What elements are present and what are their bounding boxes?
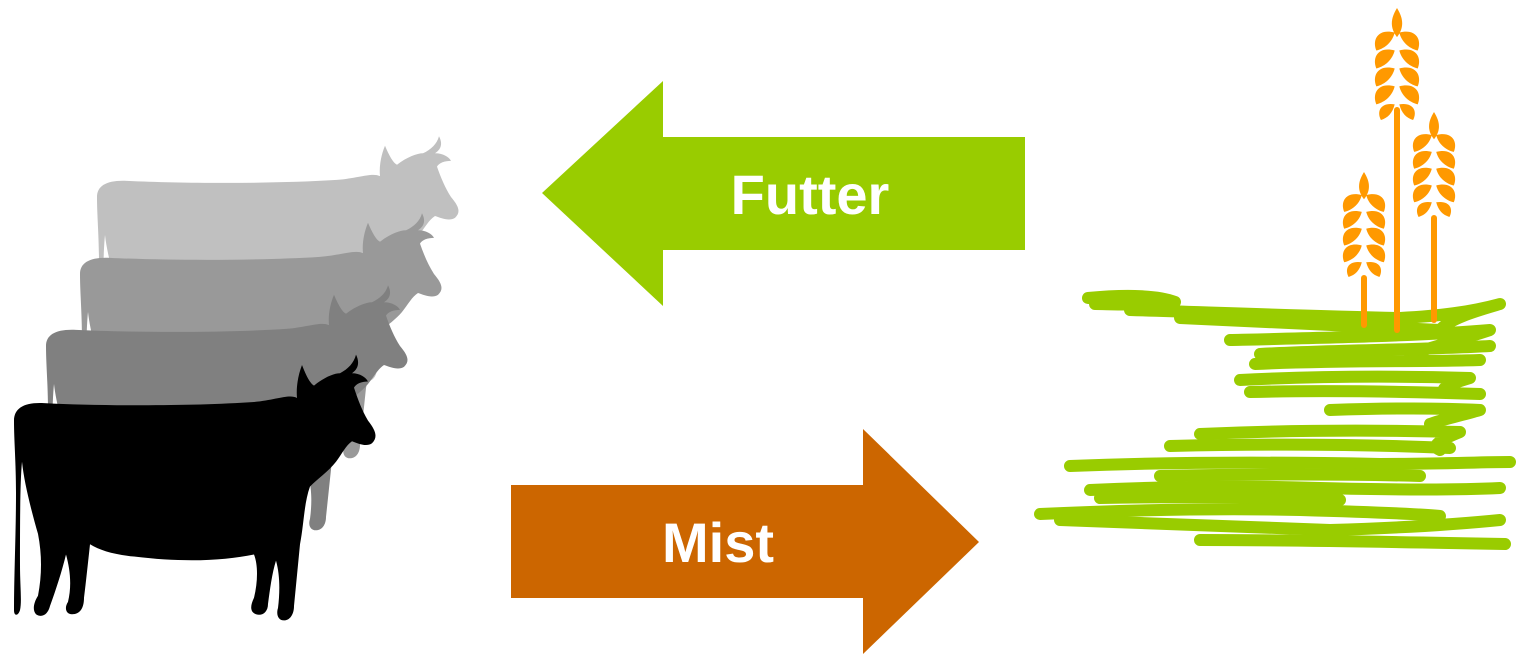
mist-label: Mist xyxy=(662,511,774,574)
field-with-wheat-icon xyxy=(1034,8,1516,550)
futter-label: Futter xyxy=(731,163,890,226)
futter-arrow: Futter xyxy=(542,81,1025,306)
futter-arrow-shape xyxy=(542,81,1025,306)
cow-herd-icon xyxy=(14,136,459,621)
wheat-ear-icon xyxy=(1412,112,1456,217)
wheat-ear-icon xyxy=(1342,172,1386,277)
mist-arrow: Mist xyxy=(511,429,979,654)
wheat-ear-icon xyxy=(1374,8,1420,120)
grass-field xyxy=(1034,289,1516,550)
mist-arrow-shape xyxy=(511,429,979,654)
wheat-stalks xyxy=(1361,107,1437,333)
